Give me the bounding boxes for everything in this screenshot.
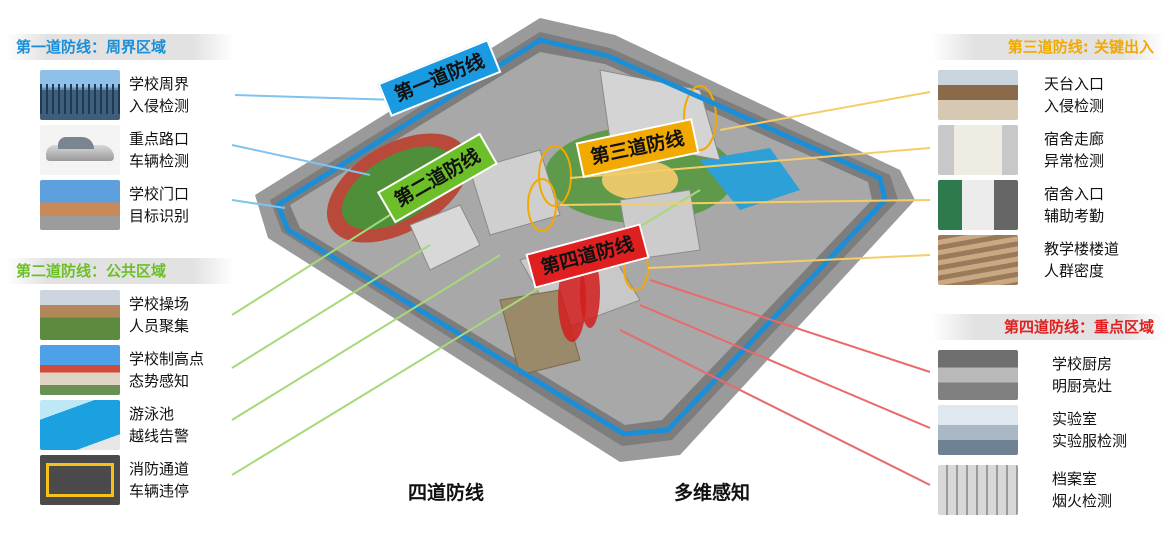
lab-thumbnail xyxy=(938,405,1018,455)
item-label: 天台入口入侵检测 xyxy=(1044,75,1105,115)
high-point-thumbnail xyxy=(40,345,120,395)
item-label: 游泳池越线告警 xyxy=(129,405,190,445)
item-label: 学校周界入侵检测 xyxy=(129,75,190,115)
item-label: 学校厨房明厨亮灶 xyxy=(1052,355,1113,395)
item-dorm-corridor: 宿舍走廊异常检测 xyxy=(938,125,1104,175)
dorm-entrance-thumbnail xyxy=(938,180,1018,230)
item-label: 消防通道车辆违停 xyxy=(129,460,190,500)
playground-thumbnail xyxy=(40,290,120,340)
section-title-public: 第二道防线：公共区域 xyxy=(6,258,234,284)
item-label: 重点路口车辆检测 xyxy=(129,130,190,170)
item-label: 教学楼楼道人群密度 xyxy=(1044,240,1120,280)
section-title-key-access: 第三道防线: 关键出入 xyxy=(932,34,1164,60)
checkpoint-ring-3 xyxy=(683,85,717,151)
item-rooftop-entrance: 天台入口入侵检测 xyxy=(938,70,1104,120)
connector xyxy=(647,254,931,269)
pool-thumbnail xyxy=(40,400,120,450)
item-dorm-entrance: 宿舍入口辅助考勤 xyxy=(938,180,1104,230)
item-label: 实验室实验服检测 xyxy=(1052,410,1128,450)
building-a xyxy=(409,204,481,271)
fence-thumbnail xyxy=(40,70,120,120)
connector xyxy=(569,147,931,179)
connector xyxy=(639,304,931,429)
item-perimeter-intrusion: 学校周界入侵检测 xyxy=(40,70,189,120)
section-title-key-areas: 第四道防线：重点区域 xyxy=(932,314,1164,340)
corridor-thumbnail xyxy=(938,125,1018,175)
connector xyxy=(234,94,401,101)
item-stairway-density: 教学楼楼道人群密度 xyxy=(938,235,1119,285)
connector xyxy=(231,214,391,316)
connector xyxy=(231,144,371,176)
connector xyxy=(231,254,501,421)
item-lab-coat: 实验室实验服检测 xyxy=(938,405,1127,455)
item-label: 学校制高点态势感知 xyxy=(129,350,205,390)
stairway-thumbnail xyxy=(938,235,1018,285)
kitchen-thumbnail xyxy=(938,350,1018,400)
building-b xyxy=(469,149,561,236)
item-label: 学校门口目标识别 xyxy=(129,185,190,225)
sports-court xyxy=(700,148,800,210)
fire-lane-thumbnail xyxy=(40,455,120,505)
car-thumbnail xyxy=(40,125,120,175)
item-kitchen: 学校厨房明厨亮灶 xyxy=(938,350,1112,400)
school-gate-thumbnail xyxy=(40,180,120,230)
item-gate-recognition: 学校门口目标识别 xyxy=(40,180,189,230)
rooftop-thumbnail xyxy=(938,70,1018,120)
item-label: 宿舍入口辅助考勤 xyxy=(1044,185,1105,225)
item-vehicle-detection: 重点路口车辆检测 xyxy=(40,125,189,175)
section-title-perimeter: 第一道防线：周界区域 xyxy=(6,34,234,60)
connector xyxy=(231,199,286,209)
connector xyxy=(619,329,931,486)
footer-four-lines: 四道防线 xyxy=(408,482,485,504)
footer-multi-sensing: 多维感知 xyxy=(674,482,751,504)
item-archive-fire: 档案室烟火检测 xyxy=(938,465,1112,515)
item-label: 宿舍走廊异常检测 xyxy=(1044,130,1105,170)
item-high-point: 学校制高点态势感知 xyxy=(40,345,204,395)
connector xyxy=(231,244,431,369)
connector xyxy=(559,199,931,206)
checkpoint-ring-2 xyxy=(527,178,557,232)
item-fire-lane: 消防通道车辆违停 xyxy=(40,455,189,505)
archive-thumbnail xyxy=(938,465,1018,515)
connector xyxy=(649,279,931,373)
item-label: 学校操场人员聚集 xyxy=(129,295,190,335)
item-pool-alarm: 游泳池越线告警 xyxy=(40,400,189,450)
item-label: 档案室烟火检测 xyxy=(1052,470,1113,510)
item-playground-crowd: 学校操场人员聚集 xyxy=(40,290,189,340)
connector xyxy=(719,91,931,131)
